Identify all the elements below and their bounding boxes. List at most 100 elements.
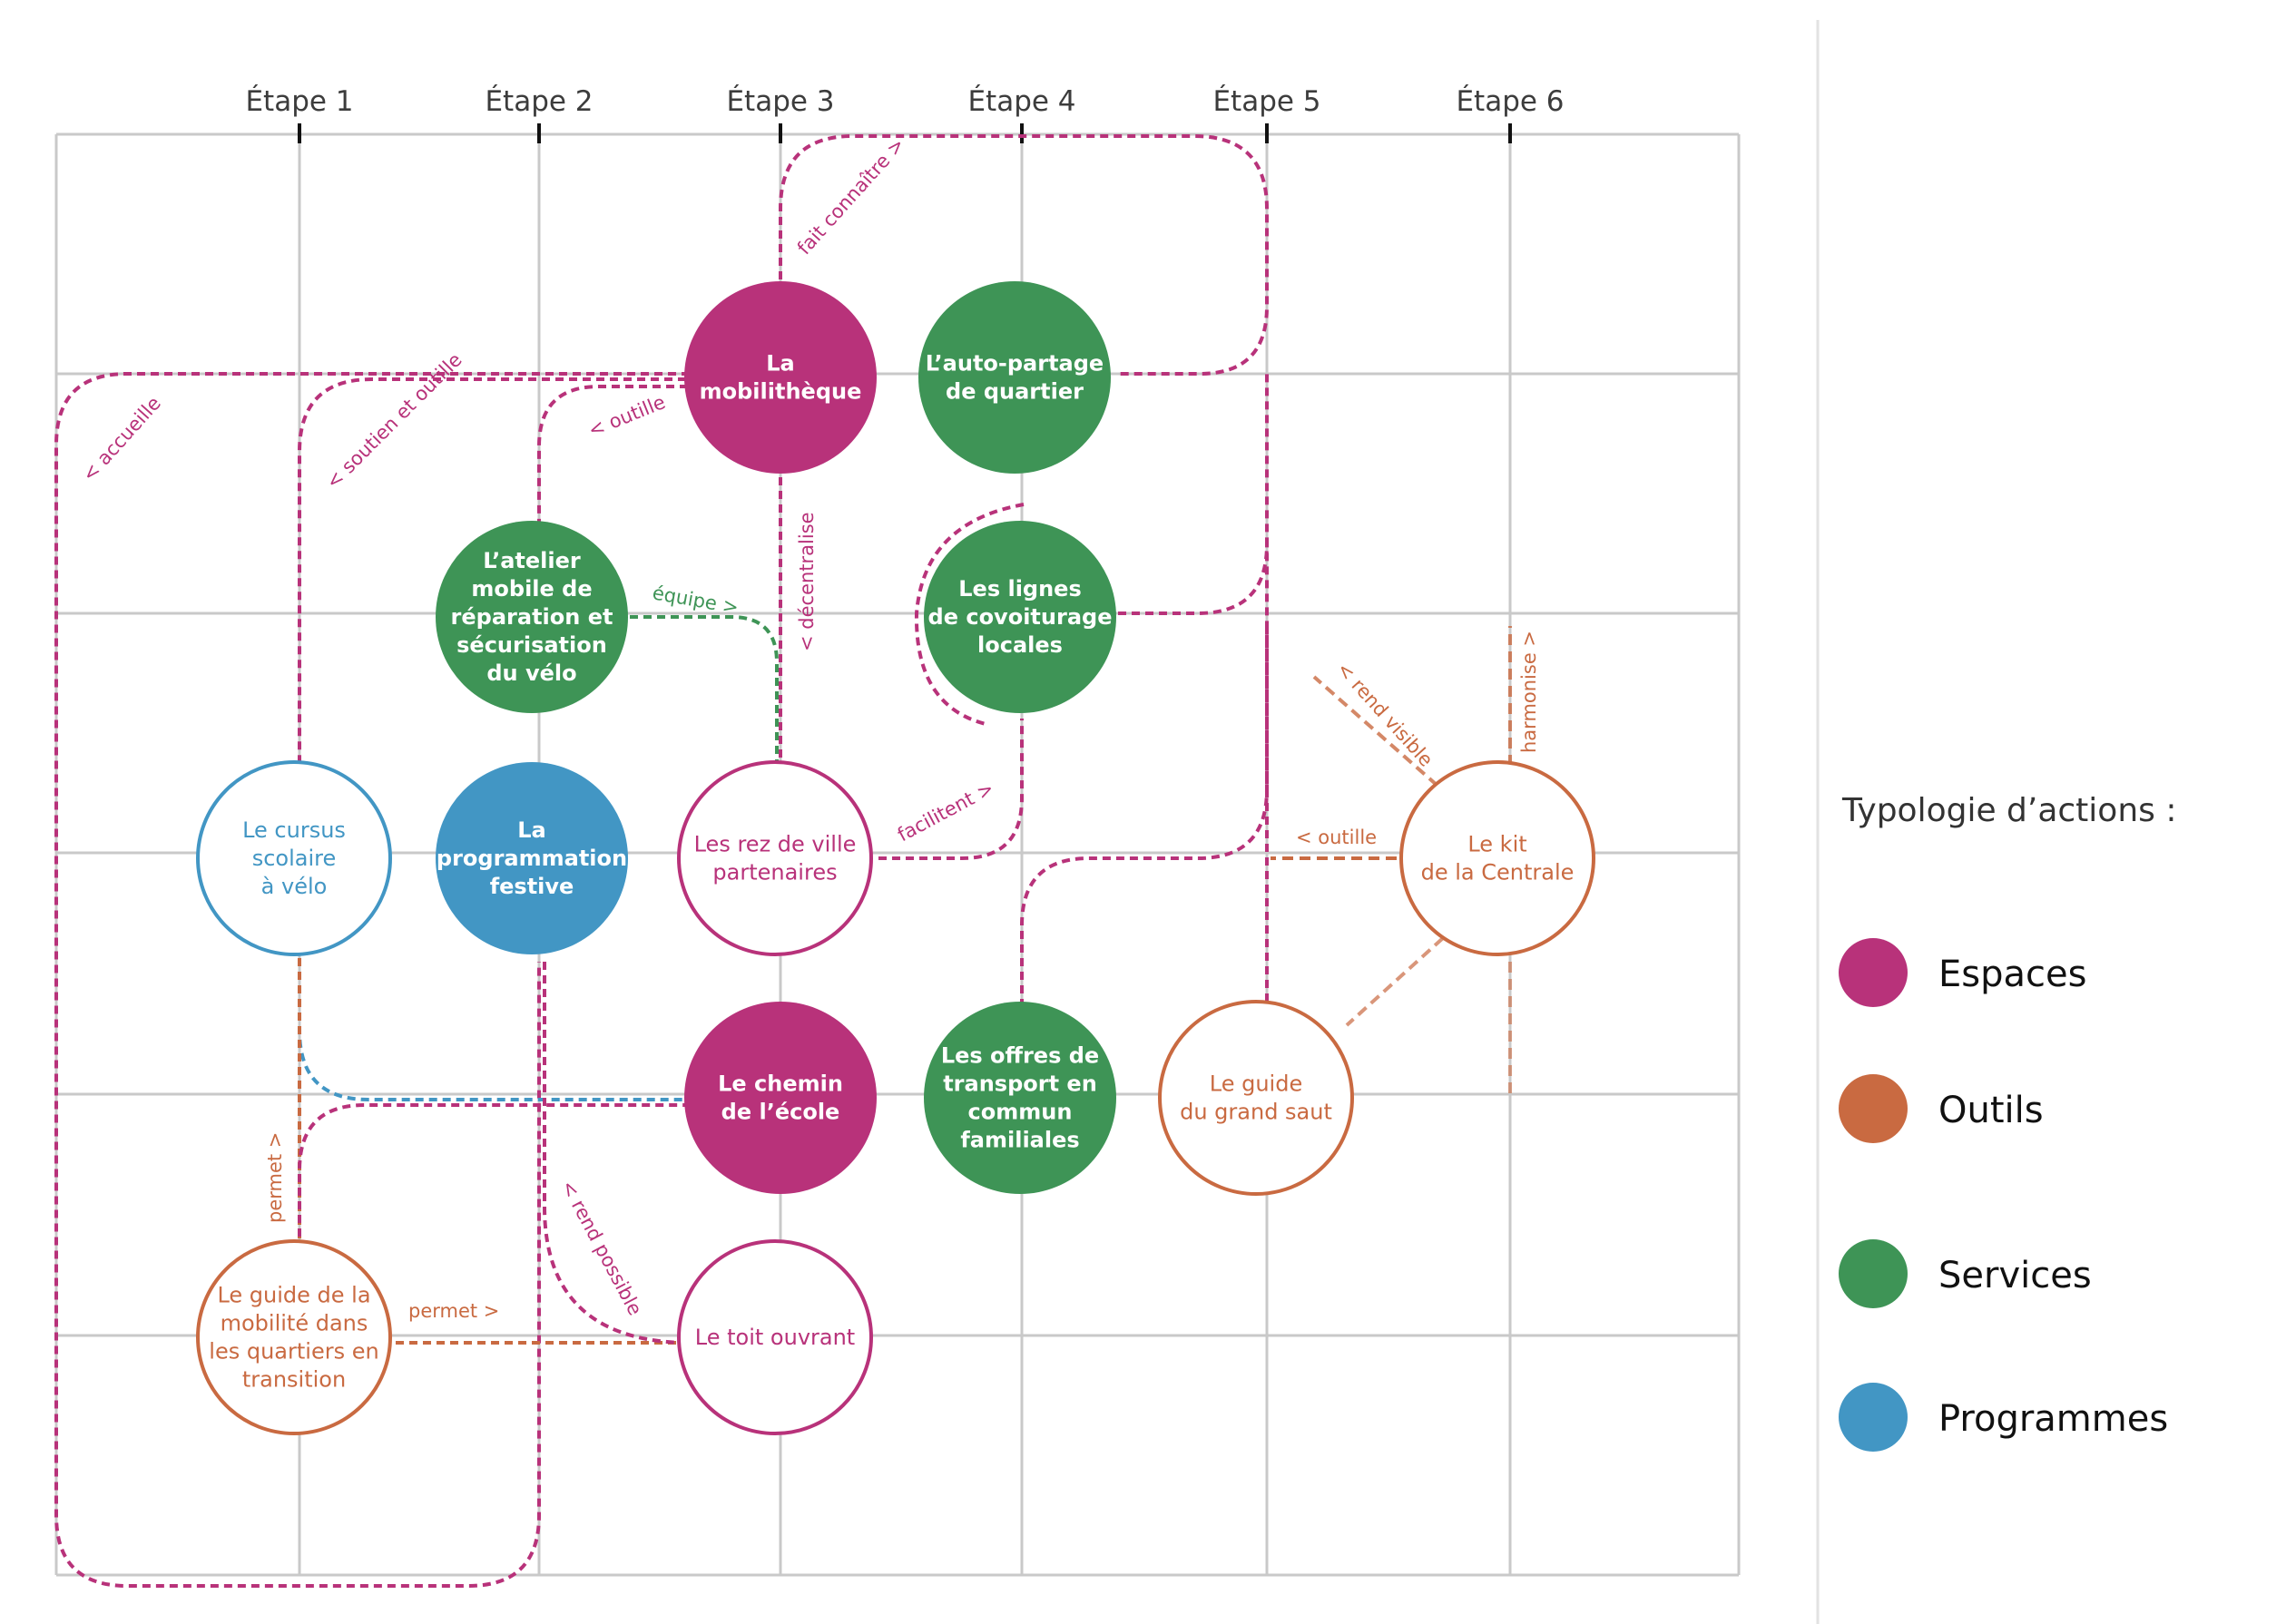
- node-text-mobilitheque-0: La: [766, 351, 795, 377]
- label-facilitent: facilitent >: [894, 778, 997, 846]
- node-text-offres-0: Les offres de: [941, 1043, 1099, 1069]
- legend-swatch-espaces: [1839, 938, 1908, 1007]
- legend-title: Typologie d’actions :: [1841, 792, 2176, 829]
- step-6-label: Étape 6: [1456, 85, 1564, 118]
- node-toit[interactable]: Le toit ouvrant: [677, 1239, 873, 1435]
- node-circle-kit: [1399, 760, 1595, 956]
- edge-facilitent: [878, 719, 1024, 860]
- node-text-guide-3: transition: [242, 1367, 346, 1393]
- node-circle-grandsaut: [1158, 1000, 1354, 1196]
- node-circle-rez: [677, 760, 873, 956]
- edge-cursus-chemin: [298, 958, 686, 1101]
- node-circle-guide: [196, 1239, 392, 1435]
- node-text-programmation-0: La: [517, 817, 546, 843]
- node-text-chemin-1: de l’école: [721, 1100, 840, 1125]
- label-soutien: < soutien et outille: [322, 348, 466, 493]
- node-text-covoiturage-1: de covoiturage: [928, 604, 1113, 630]
- node-text-mobilitheque-1: mobilithèque: [700, 379, 862, 405]
- node-text-atelier-3: sécurisation: [456, 632, 607, 658]
- label-fait-connaitre: fait connaître >: [793, 133, 909, 259]
- node-text-autopartage-1: de quartier: [946, 379, 1084, 405]
- node-text-guide-1: mobilité dans: [221, 1311, 368, 1336]
- step-2: Étape 2: [485, 85, 594, 143]
- step-1: Étape 1: [245, 85, 354, 143]
- node-circle-autopartage: [918, 281, 1111, 474]
- edge-guide-chemin: [298, 1103, 688, 1250]
- legend: Typologie d’actions : Espaces Outils Ser…: [1839, 792, 2176, 1452]
- step-headers: Étape 1 Étape 2 Étape 3 Étape 4 Étape 5 …: [245, 85, 1565, 143]
- node-text-atelier-0: L’atelier: [483, 548, 581, 573]
- edge-equipe: [630, 615, 779, 766]
- edge-covoit-to-col5: [1118, 372, 1269, 615]
- legend-swatch-programmes: [1839, 1383, 1908, 1452]
- step-6: Étape 6: [1456, 85, 1565, 143]
- legend-swatch-outils: [1839, 1074, 1908, 1143]
- node-text-cursus-2: à vélo: [261, 874, 328, 899]
- node-kit[interactable]: Le kit de la Centrale: [1399, 760, 1595, 956]
- node-text-grandsaut-1: du grand saut: [1180, 1100, 1332, 1125]
- edge-accueille: [54, 372, 690, 1588]
- edge-rend-visible: [1312, 675, 1439, 788]
- label-accueille: < accueille: [78, 392, 165, 485]
- node-grandsaut[interactable]: Le guide du grand saut: [1158, 1000, 1354, 1196]
- edge-fait-connaitre: [779, 134, 1269, 376]
- label-permet-v: permet >: [264, 1132, 286, 1223]
- legend-swatch-services: [1839, 1239, 1908, 1308]
- step-4-label: Étape 4: [967, 85, 1075, 118]
- node-circle-offres: [924, 1002, 1116, 1194]
- node-circle-mobilitheque: [684, 281, 877, 474]
- node-text-rez-0: Les rez de ville: [694, 832, 857, 857]
- step-1-label: Étape 1: [245, 85, 353, 118]
- node-circle-programmation: [436, 762, 628, 954]
- legend-item-services: Services: [1839, 1239, 2092, 1308]
- node-text-kit-1: de la Centrale: [1421, 860, 1575, 885]
- node-text-offres-3: familiales: [960, 1128, 1079, 1153]
- node-text-guide-0: Le guide de la: [217, 1283, 370, 1308]
- node-text-kit-0: Le kit: [1467, 832, 1526, 857]
- legend-label-espaces: Espaces: [1938, 954, 2086, 995]
- node-text-programmation-1: programmation: [437, 846, 627, 871]
- edge-kit-grandsaut: [1345, 936, 1445, 1027]
- legend-label-services: Services: [1938, 1255, 2092, 1296]
- node-text-atelier-2: réparation et: [451, 604, 613, 630]
- node-text-offres-1: transport en: [943, 1071, 1097, 1097]
- node-text-cursus-1: scolaire: [252, 846, 337, 871]
- legend-item-programmes: Programmes: [1839, 1383, 2168, 1452]
- node-text-cursus-0: Le cursus: [242, 817, 346, 843]
- node-text-grandsaut-0: Le guide: [1210, 1071, 1302, 1097]
- node-circle-toit: [677, 1239, 873, 1435]
- node-text-rez-1: partenaires: [712, 860, 837, 885]
- node-cursus[interactable]: Le cursus scolaire à vélo: [196, 760, 392, 956]
- step-3: Étape 3: [726, 85, 835, 143]
- node-rez[interactable]: Les rez de ville partenaires: [677, 760, 873, 956]
- node-circle-atelier: [436, 521, 628, 713]
- step-5-label: Étape 5: [1212, 85, 1320, 118]
- edge-rend-possible: [543, 962, 682, 1345]
- label-outille-atelier: < outille: [585, 391, 669, 442]
- label-rend-visible: < rend visible: [1332, 658, 1437, 770]
- step-2-label: Étape 2: [485, 85, 593, 118]
- node-text-autopartage-0: L’auto-partage: [926, 351, 1104, 377]
- node-text-covoiturage-2: locales: [977, 632, 1063, 658]
- node-circle-chemin: [684, 1002, 877, 1194]
- legend-label-programmes: Programmes: [1938, 1398, 2168, 1440]
- node-text-atelier-1: mobile de: [471, 576, 592, 602]
- node-circle-cursus: [196, 760, 392, 956]
- label-harmonise: harmonise >: [1518, 631, 1540, 753]
- node-text-chemin-0: Le chemin: [718, 1071, 843, 1097]
- legend-item-outils: Outils: [1839, 1074, 2044, 1143]
- node-chemin[interactable]: Le chemin de l’école: [684, 1002, 877, 1194]
- node-text-covoiturage-0: Les lignes: [958, 576, 1082, 602]
- edge-offres-col5: [1020, 544, 1269, 1007]
- node-text-offres-2: commun: [968, 1100, 1073, 1125]
- step-5: Étape 5: [1212, 85, 1321, 143]
- edge-covoit-loop: [914, 503, 1025, 726]
